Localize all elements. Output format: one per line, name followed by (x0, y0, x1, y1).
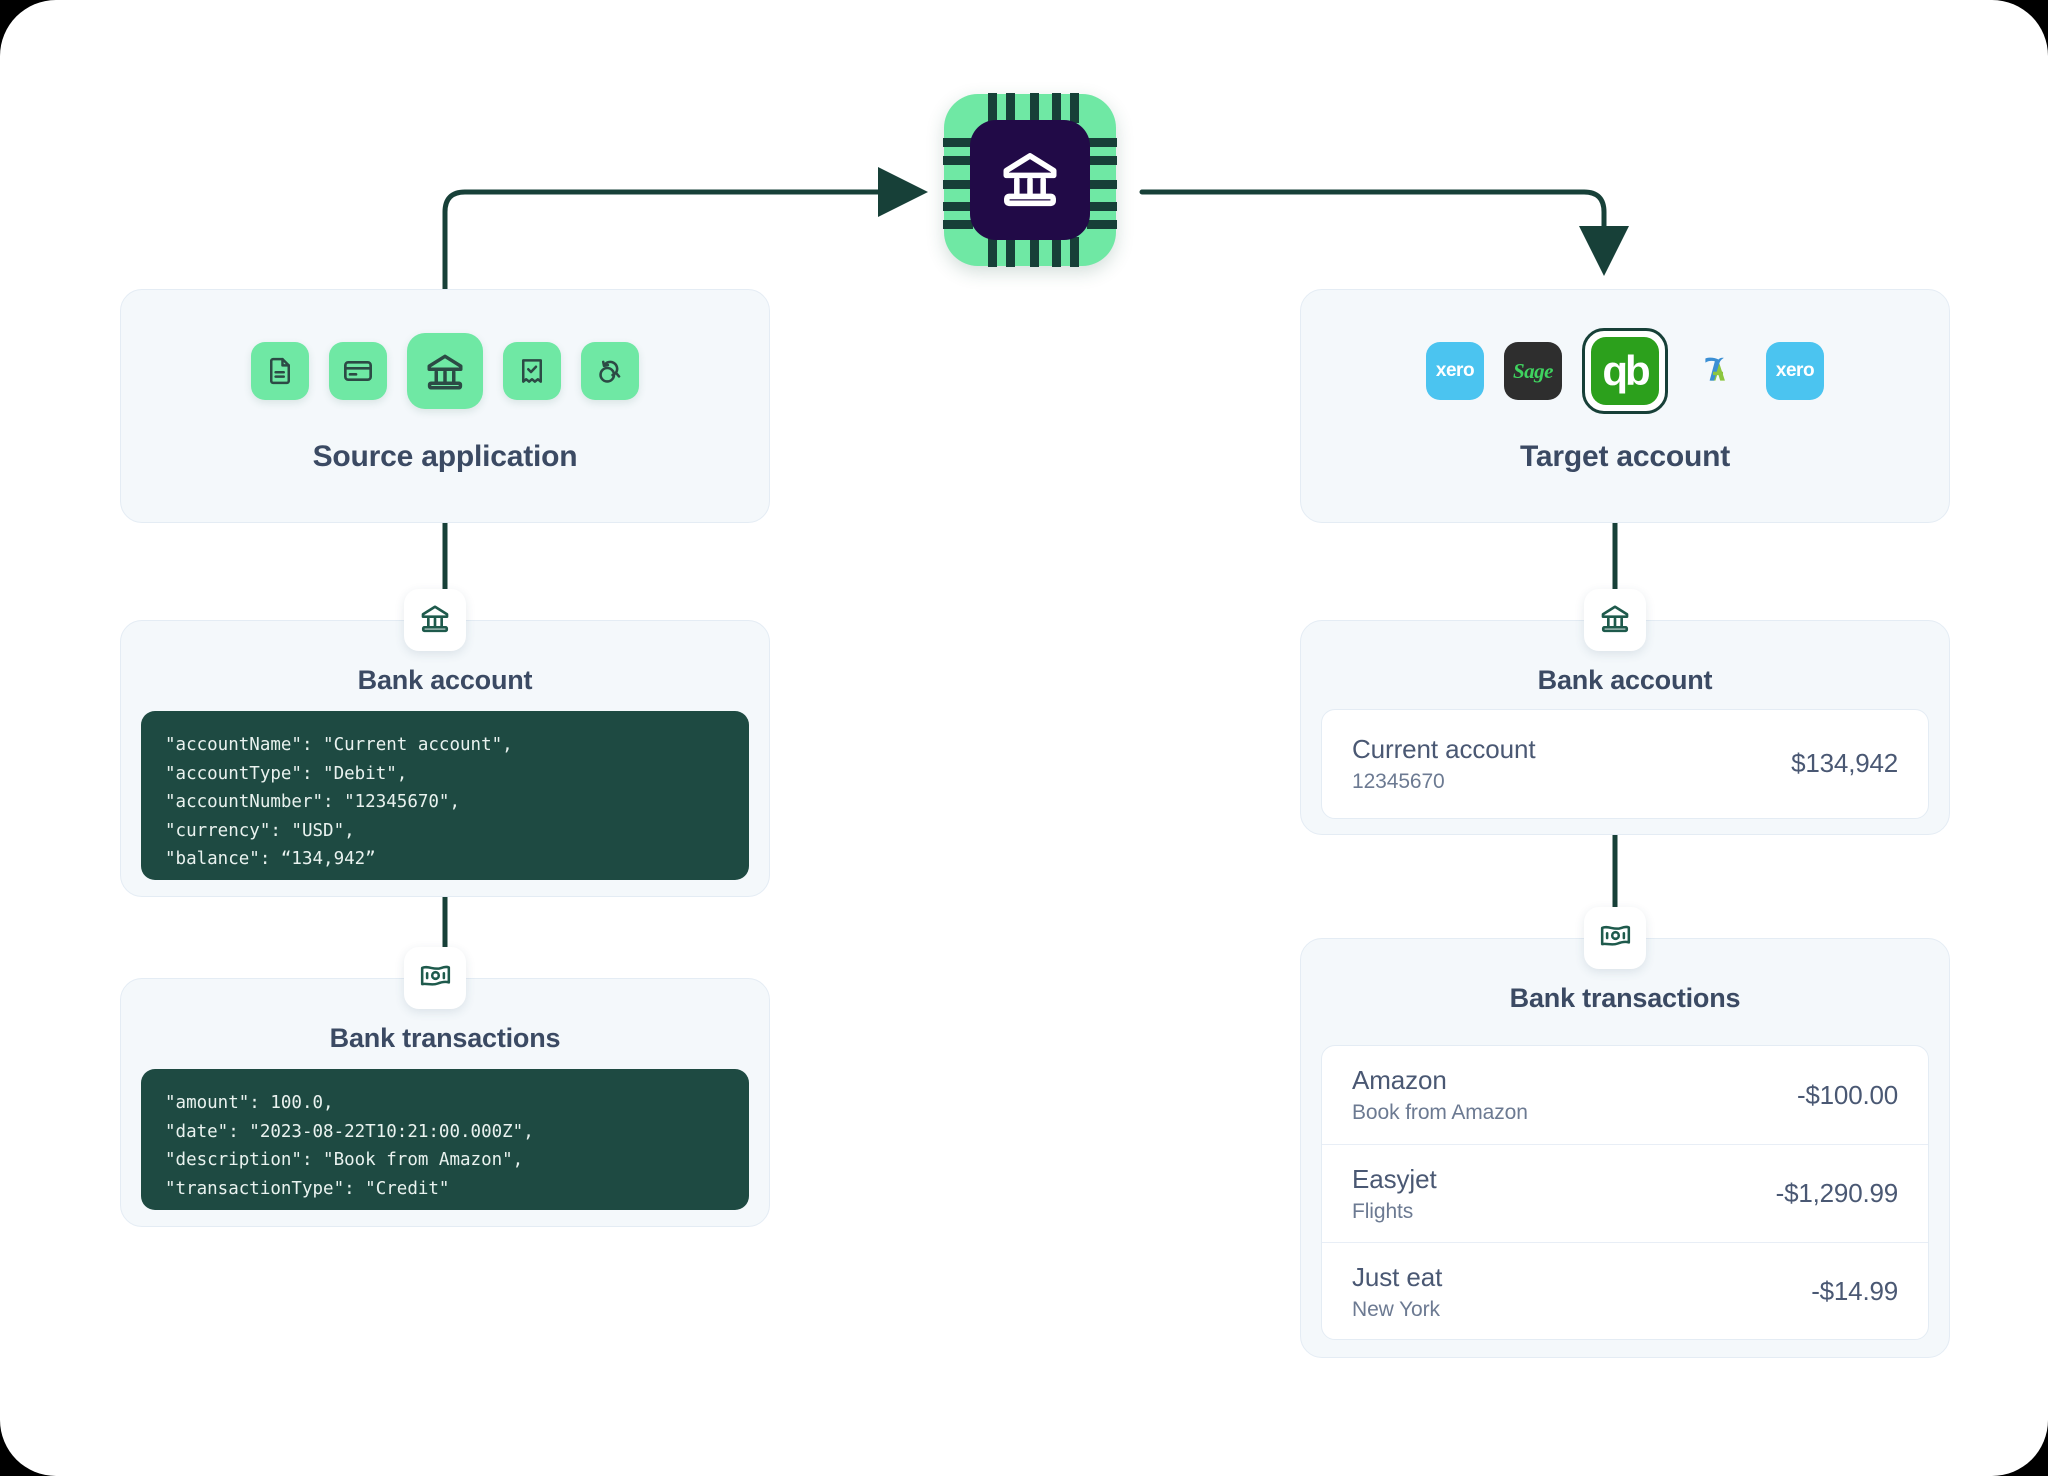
chip-pin (943, 138, 973, 147)
source-bank-account-code: "accountName": "Current account", "accou… (141, 711, 749, 880)
banknote-icon (419, 961, 452, 995)
receipt-check-icon (517, 356, 547, 386)
transaction-description: Flights (1352, 1199, 1414, 1223)
transaction-name: Easyjet (1352, 1163, 1437, 1194)
badge-source-bank-transactions (404, 947, 466, 1009)
badge-source-bank-account (404, 589, 466, 651)
table-row-left: Easyjet Flights (1352, 1164, 1437, 1224)
bank-icon (419, 603, 451, 638)
table-row[interactable]: Easyjet Flights -$1,290.99 (1322, 1144, 1928, 1242)
source-application-panel: Source application (120, 289, 770, 523)
chip-core (970, 120, 1090, 240)
credit-card-icon (342, 355, 374, 387)
chip-pin (1087, 220, 1117, 229)
target-account-panel: xero Sage qb (1300, 289, 1950, 523)
chip-pin (943, 156, 973, 165)
chip-pin (1052, 93, 1061, 123)
account-row[interactable]: Current account 12345670 $134,942 (1322, 710, 1928, 817)
account-balance: $134,942 (1791, 748, 1898, 778)
target-bank-account-panel: Bank account Current account 12345670 $1… (1300, 620, 1950, 835)
chip-pin (1030, 93, 1039, 123)
chip-pin (1006, 93, 1015, 123)
source-icon-document[interactable] (251, 342, 309, 400)
chip-pin (943, 180, 973, 189)
source-icon-receipt[interactable] (503, 342, 561, 400)
target-account-title: Target account (1519, 440, 1730, 473)
chip-pin (1087, 138, 1117, 147)
source-bank-transactions-title: Bank transactions (329, 1023, 561, 1053)
source-application-title: Source application (312, 440, 578, 473)
chip-pin (1030, 237, 1039, 267)
source-icon-row (121, 328, 769, 414)
badge-target-bank-account (1584, 589, 1646, 651)
source-bank-account-title: Bank account (357, 665, 533, 695)
chip-pin (988, 93, 997, 123)
bank-icon (998, 149, 1062, 212)
account-row-left: Current account 12345670 (1352, 733, 1536, 794)
table-row-left: Just eat New York (1352, 1262, 1442, 1322)
freeagent-logo (1698, 350, 1736, 393)
chip-pin (1052, 237, 1061, 267)
chip-pin (943, 202, 973, 211)
transaction-description: New York (1352, 1297, 1440, 1321)
chip-pin (1087, 202, 1117, 211)
target-bank-transactions-panel: Bank transactions Amazon Book from Amazo… (1300, 938, 1950, 1358)
source-bank-account-panel: Bank account "accountName": "Current acc… (120, 620, 770, 897)
transaction-description: Book from Amazon (1352, 1101, 1528, 1124)
banknote-icon (1599, 921, 1632, 955)
target-logo-row: xero Sage qb (1301, 328, 1949, 414)
account-number: 12345670 (1352, 769, 1445, 793)
sync-refresh-icon (595, 356, 626, 387)
quickbooks-tile: qb (1591, 337, 1659, 405)
transaction-amount: -$14.99 (1811, 1276, 1898, 1306)
sage-logo: Sage (1513, 358, 1554, 383)
target-logo-freeagent[interactable] (1688, 342, 1746, 400)
bank-icon (424, 351, 466, 391)
quickbooks-logo: qb (1602, 347, 1650, 394)
chip-pin (1070, 237, 1079, 267)
transaction-amount: -$1,290.99 (1775, 1178, 1899, 1208)
account-name: Current account (1352, 733, 1536, 764)
target-logo-xero-2[interactable]: xero (1766, 342, 1824, 400)
transaction-amount: -$100.00 (1796, 1079, 1898, 1110)
target-logo-quickbooks-selected[interactable]: qb (1582, 328, 1668, 414)
chip-pin (1087, 180, 1117, 189)
target-logo-sage[interactable]: Sage (1504, 342, 1562, 400)
target-account-card: Current account 12345670 $134,942 (1321, 709, 1929, 819)
table-row[interactable]: Just eat New York -$14.99 (1322, 1242, 1928, 1339)
chip-pin (943, 220, 973, 229)
source-icon-credit-card[interactable] (329, 342, 387, 400)
source-bank-transactions-panel: Bank transactions "amount": 100.0, "date… (120, 978, 770, 1227)
xero-logo: xero (1775, 360, 1815, 381)
table-row[interactable]: Amazon Book from Amazon -$100.00 (1322, 1046, 1928, 1144)
source-bank-transactions-code: "amount": 100.0, "date": "2023-08-22T10:… (141, 1069, 749, 1210)
target-transactions-card: Amazon Book from Amazon -$100.00 Easyjet… (1321, 1045, 1929, 1340)
target-bank-transactions-title: Bank transactions (1509, 983, 1741, 1013)
transaction-name: Amazon (1352, 1065, 1447, 1095)
transaction-name: Just eat (1352, 1261, 1443, 1292)
source-icon-sync[interactable] (581, 342, 639, 400)
target-bank-account-title: Bank account (1537, 665, 1713, 695)
source-icon-bank[interactable] (407, 333, 483, 409)
badge-target-bank-transactions (1584, 907, 1646, 969)
document-icon (265, 356, 295, 386)
table-row-left: Amazon Book from Amazon (1352, 1065, 1528, 1125)
chip-pin (1070, 93, 1079, 123)
chip-pin (1087, 156, 1117, 165)
target-logo-xero[interactable]: xero (1426, 342, 1484, 400)
center-bank-chip (943, 93, 1117, 267)
chip-pin (988, 237, 997, 267)
bank-icon (1599, 603, 1631, 638)
chip-pin (1006, 237, 1015, 267)
xero-logo: xero (1435, 360, 1475, 381)
